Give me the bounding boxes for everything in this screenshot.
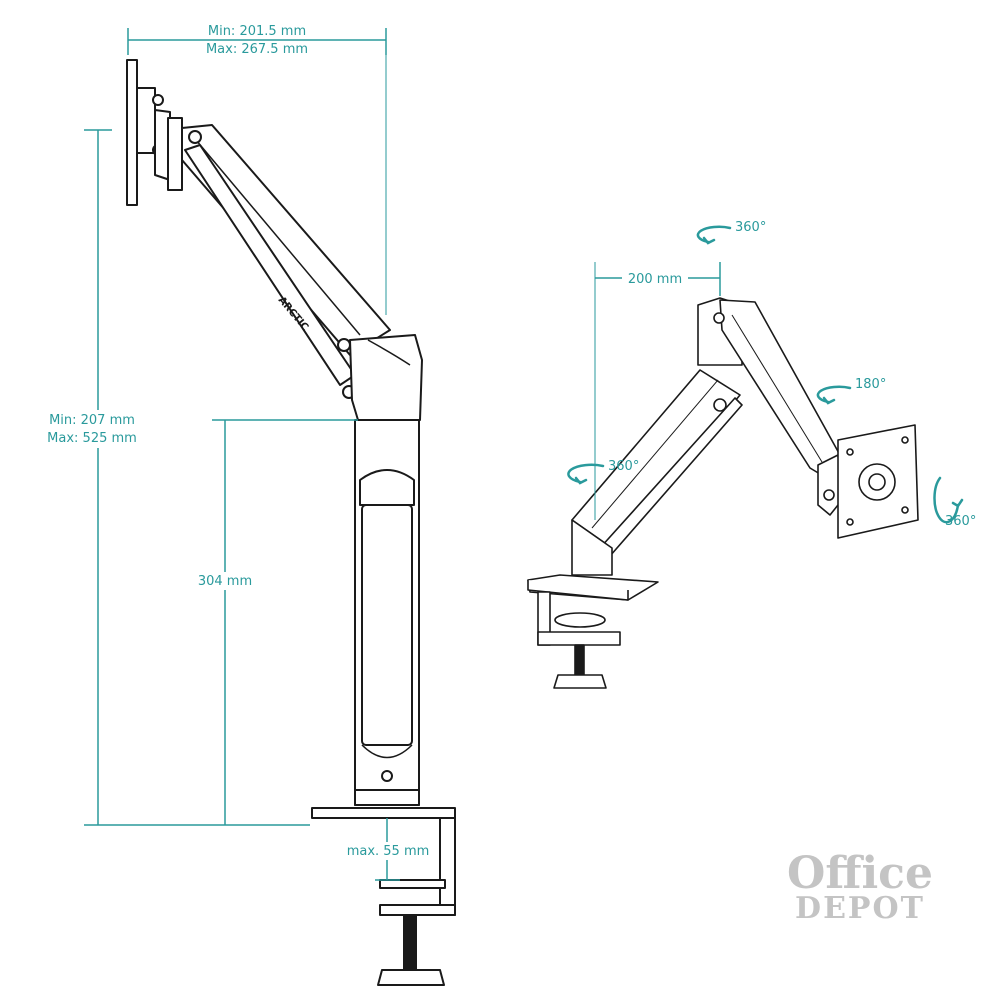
vesa-plate (126, 59, 138, 206)
offset-label: 200 mm (628, 272, 682, 287)
rotate-tilt-arrow (816, 385, 852, 404)
tilt-bracket (167, 117, 183, 191)
upper-pivot (713, 312, 725, 324)
vesa-hub-center (868, 473, 886, 491)
base-column (571, 519, 613, 576)
arm-reach-min-label: Min: 201.5 mm (208, 24, 306, 39)
upper-arm-edge (731, 314, 823, 463)
lower-arm-edge (591, 379, 719, 529)
arm-pivot (713, 398, 727, 412)
clamp-top-plate (311, 807, 456, 819)
clamp-knob (377, 969, 445, 986)
rotate-tilt-label: 180° (855, 377, 886, 392)
height-label-backdrop (44, 410, 138, 448)
cable-channel-end (361, 744, 413, 759)
clamp-label-backdrop (345, 842, 431, 860)
tilt-knob (823, 489, 835, 501)
pole-screw (381, 770, 393, 782)
vesa-hole (901, 436, 909, 444)
rotate-vesa-label: 360° (945, 514, 976, 529)
elbow-detail (367, 339, 411, 366)
vesa-hole (846, 448, 854, 456)
clamp-max-label: max. 55 mm (347, 844, 430, 859)
rotate-top-arrowhead (702, 236, 716, 245)
offset-label-backdrop (622, 270, 688, 287)
rotate-top-label: 360° (735, 220, 766, 235)
cable-clip (359, 469, 415, 506)
perspective-view-arm (527, 297, 919, 689)
clamp-pressure-plate (379, 879, 446, 889)
upper-arm-edge (195, 139, 361, 336)
rotation-arrows (567, 225, 964, 524)
clamp-pressure-plate (554, 612, 606, 628)
rotate-tilt-arrowhead (822, 396, 836, 405)
pole-foot (354, 789, 420, 806)
rotate-base-arrowhead (574, 476, 588, 485)
rotate-base-label: 360° (608, 459, 639, 474)
side-view-arm (126, 59, 456, 986)
height-min-label: Min: 207 mm (49, 413, 135, 428)
rotate-vesa-arrow (933, 476, 960, 524)
clamp-screw (403, 914, 417, 971)
vesa-mount-block (136, 87, 156, 154)
rotate-top-arrow (696, 225, 732, 244)
base-plate-edge (527, 580, 629, 601)
logo-line-1: Office (787, 848, 933, 899)
arm-reach-max-label: Max: 267.5 mm (206, 42, 308, 57)
clamp-body (439, 817, 456, 916)
cable-channel (361, 504, 413, 746)
vesa-hole (901, 506, 909, 514)
dimension-lines-side (84, 28, 400, 881)
clamp-knob (553, 674, 607, 689)
elbow-joint (349, 334, 423, 421)
pole-label-backdrop (195, 572, 255, 590)
vesa-knob (152, 94, 164, 106)
clamp-bottom-plate (379, 904, 456, 916)
height-max-label: Max: 525 mm (47, 431, 137, 446)
pole-height-label: 304 mm (198, 574, 252, 589)
rotate-vesa-arrowhead (951, 498, 964, 508)
clamp-bottom-plate (537, 631, 621, 646)
clamp-screw (574, 644, 585, 676)
arm-pivot (188, 130, 202, 144)
rotate-base-arrow (567, 463, 605, 484)
office-depot-logo: Office DEPOT (787, 848, 933, 926)
tilt-head (817, 454, 843, 516)
link-pivot (337, 338, 351, 352)
vesa-hole (846, 518, 854, 526)
logo-line-2: DEPOT (795, 891, 925, 926)
